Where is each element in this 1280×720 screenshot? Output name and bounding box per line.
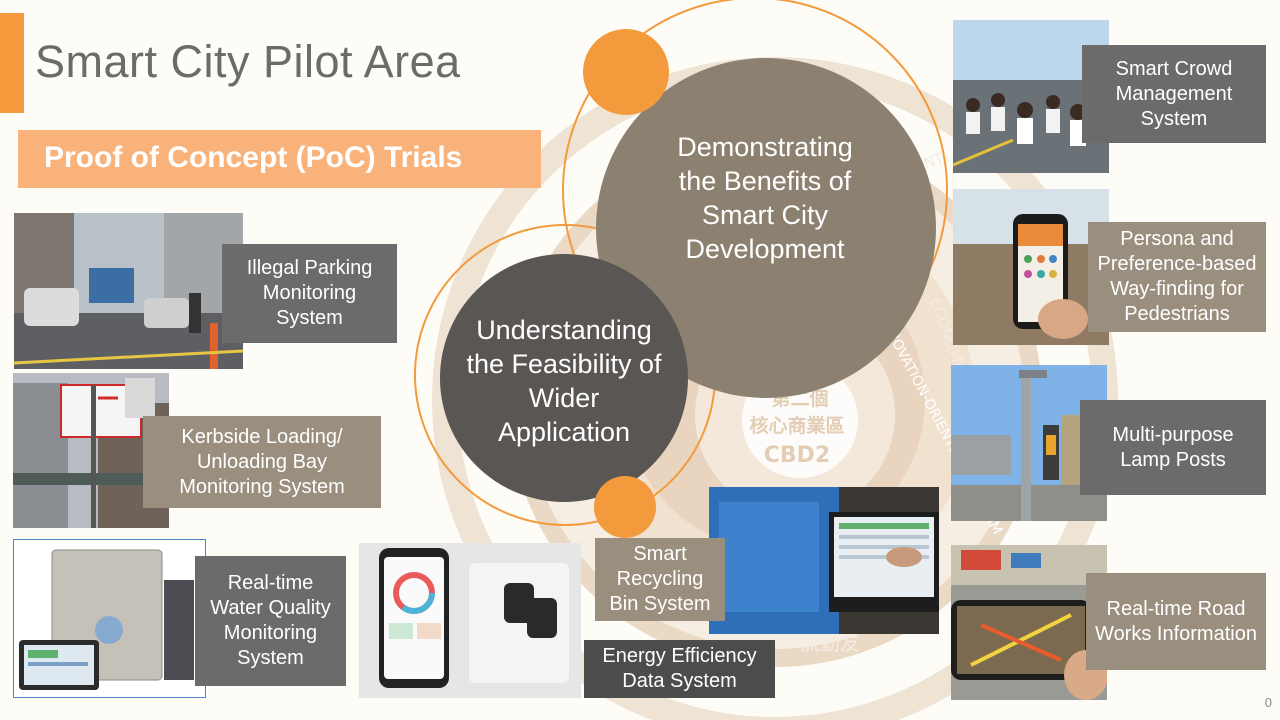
photo-street-parking <box>14 213 243 369</box>
photo-energy <box>359 543 581 698</box>
watermark-bottom: 流動友 <box>800 631 860 655</box>
label-illegal-parking: Illegal Parking Monitoring System <box>222 244 397 343</box>
label-road-works: Real-time Road Works Information <box>1086 573 1266 670</box>
label-crowd: Smart Crowd Management System <box>1082 45 1266 143</box>
photo-recycling <box>709 487 939 634</box>
page-title: Smart City Pilot Area <box>35 36 461 87</box>
photo-wayfinding <box>953 189 1109 345</box>
emblem-chinese-2: 核心商業區 <box>749 414 844 437</box>
poc-subtitle: Proof of Concept (PoC) Trials <box>44 141 463 174</box>
photo-water-quality <box>13 539 206 698</box>
label-wayfinding: Persona and Preference-based Way-finding… <box>1088 222 1266 332</box>
emblem-code: CBD2 <box>764 443 830 468</box>
label-kerbside: Kerbside Loading/ Unloading Bay Monitori… <box>143 416 381 508</box>
orange-dot-bottom <box>594 476 656 538</box>
photo-road-works <box>951 545 1107 700</box>
page-number: 0 <box>1264 695 1272 710</box>
title-accent-bar <box>0 13 24 113</box>
orange-dot-top <box>583 29 669 115</box>
label-recycling: Smart Recycling Bin System <box>595 538 725 621</box>
label-energy: Energy Efficiency Data System <box>584 640 775 698</box>
small-circle <box>440 254 688 502</box>
label-lamp-posts: Multi-purpose Lamp Posts <box>1080 400 1266 495</box>
small-circle-text: Understanding the Feasibility of Wider A… <box>466 315 662 447</box>
label-water-quality: Real-time Water Quality Monitoring Syste… <box>195 556 346 686</box>
poc-banner <box>18 130 541 188</box>
big-circle-text: Demonstrating the Benefits of Smart City… <box>677 132 853 264</box>
